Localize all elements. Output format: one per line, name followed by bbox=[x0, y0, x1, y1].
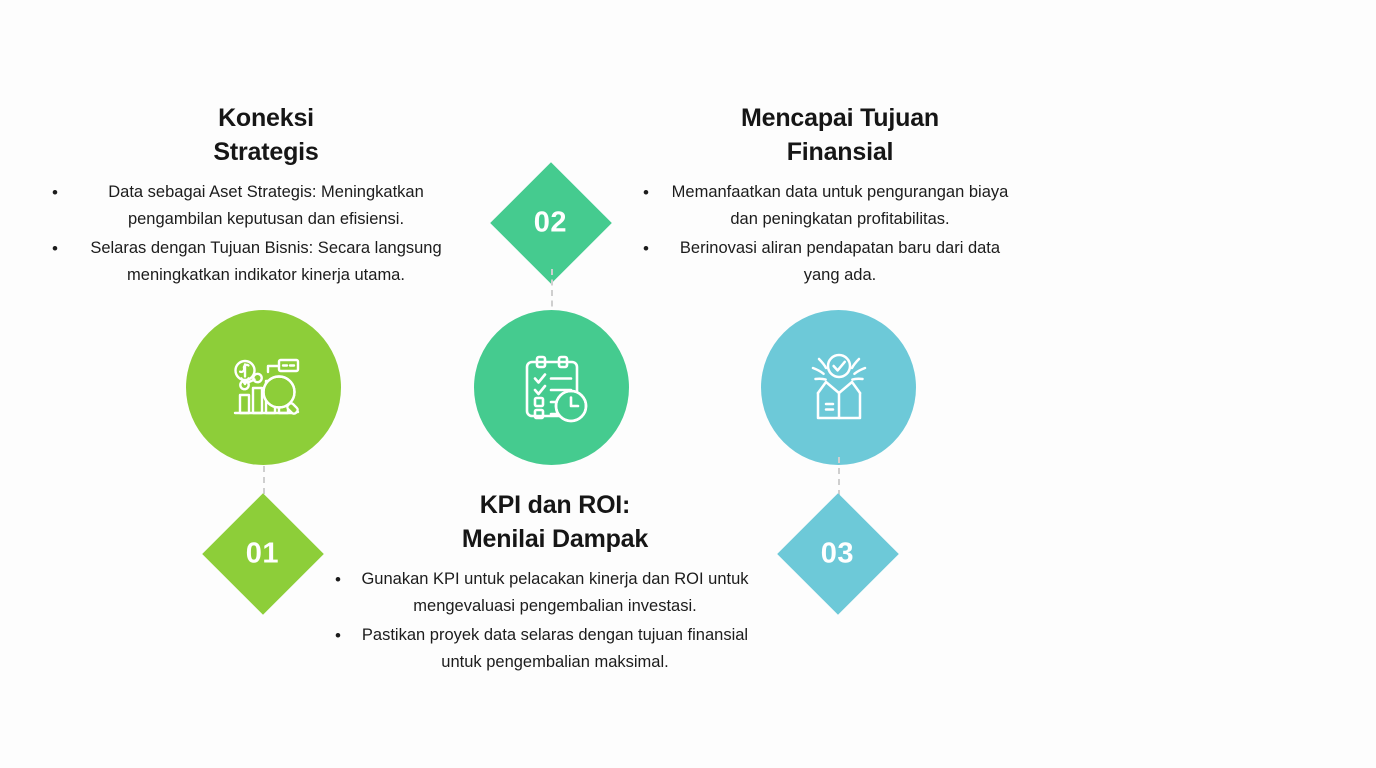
bullet-icon: • bbox=[52, 183, 58, 202]
step-1-connector bbox=[263, 455, 267, 505]
step-1-title-line-1: Koneksi bbox=[218, 104, 314, 132]
step-3-diamond: 03 bbox=[777, 493, 899, 615]
open-box-check-icon bbox=[811, 353, 866, 419]
step-2-circle bbox=[474, 310, 629, 465]
list-item: • Selaras dengan Tujuan Bisnis: Secara l… bbox=[52, 235, 460, 289]
list-item: • Pastikan proyek data selaras dengan tu… bbox=[335, 622, 755, 676]
step-1-circle bbox=[186, 310, 341, 465]
step-1-diamond: 01 bbox=[202, 493, 324, 615]
step-3-title: Mencapai Tujuan Finansial bbox=[663, 102, 1017, 169]
checklist-clock-icon bbox=[525, 355, 587, 422]
step-3-circle bbox=[761, 310, 916, 465]
step-2-bullet-list: • Gunakan KPI untuk pelacakan kinerja da… bbox=[335, 566, 755, 676]
step-2-bullet-1: Gunakan KPI untuk pelacakan kinerja dan … bbox=[361, 570, 749, 616]
step-3-connector bbox=[838, 457, 842, 507]
step-2-connector bbox=[551, 269, 555, 317]
step-1-text-block: Koneksi Strategis • Data sebagai Aset St… bbox=[52, 102, 460, 291]
bullet-icon: • bbox=[335, 570, 341, 589]
step-3-text-block: Mencapai Tujuan Finansial • Memanfaatkan… bbox=[643, 102, 1017, 291]
step-2-title: KPI dan ROI: Menilai Dampak bbox=[355, 489, 755, 556]
step-3-bullet-2: Berinovasi aliran pendapatan baru dari d… bbox=[679, 239, 1001, 285]
bullet-icon: • bbox=[643, 183, 649, 202]
step-3-title-line-1: Mencapai Tujuan bbox=[741, 104, 939, 132]
step-2-diamond: 02 bbox=[490, 162, 612, 284]
step-1-bullet-2: Selaras dengan Tujuan Bisnis: Secara lan… bbox=[90, 239, 442, 285]
bullet-icon: • bbox=[52, 239, 58, 259]
step-1-title-line-2: Strategis bbox=[213, 137, 319, 166]
step-3-bullet-1: Memanfaatkan data untuk pengurangan biay… bbox=[671, 183, 1009, 229]
step-3-bullet-list: • Memanfaatkan data untuk pengurangan bi… bbox=[643, 179, 1017, 289]
list-item: • Berinovasi aliran pendapatan baru dari… bbox=[643, 235, 1017, 289]
step-3-number: 03 bbox=[821, 537, 855, 570]
list-item: • Gunakan KPI untuk pelacakan kinerja da… bbox=[335, 566, 755, 620]
step-1-bullet-1: Data sebagai Aset Strategis: Meningkatka… bbox=[108, 183, 424, 229]
list-item: • Data sebagai Aset Strategis: Meningkat… bbox=[52, 179, 460, 233]
step-1-number: 01 bbox=[246, 537, 280, 570]
step-3-title-line-2: Finansial bbox=[786, 137, 894, 166]
step-1-title: Koneksi Strategis bbox=[72, 102, 460, 169]
list-item: • Memanfaatkan data untuk pengurangan bi… bbox=[643, 179, 1017, 233]
step-2-bullet-2: Pastikan proyek data selaras dengan tuju… bbox=[361, 626, 749, 672]
data-analysis-icon bbox=[233, 358, 299, 415]
step-2-text-block: KPI dan ROI: Menilai Dampak • Gunakan KP… bbox=[335, 489, 755, 678]
step-1-bullet-list: • Data sebagai Aset Strategis: Meningkat… bbox=[52, 179, 460, 289]
step-2-number: 02 bbox=[534, 206, 568, 239]
bullet-icon: • bbox=[335, 626, 341, 646]
step-2-title-line-2: Menilai Dampak bbox=[461, 524, 649, 553]
step-2-title-line-1: KPI dan ROI: bbox=[479, 491, 631, 519]
bullet-icon: • bbox=[643, 239, 649, 259]
